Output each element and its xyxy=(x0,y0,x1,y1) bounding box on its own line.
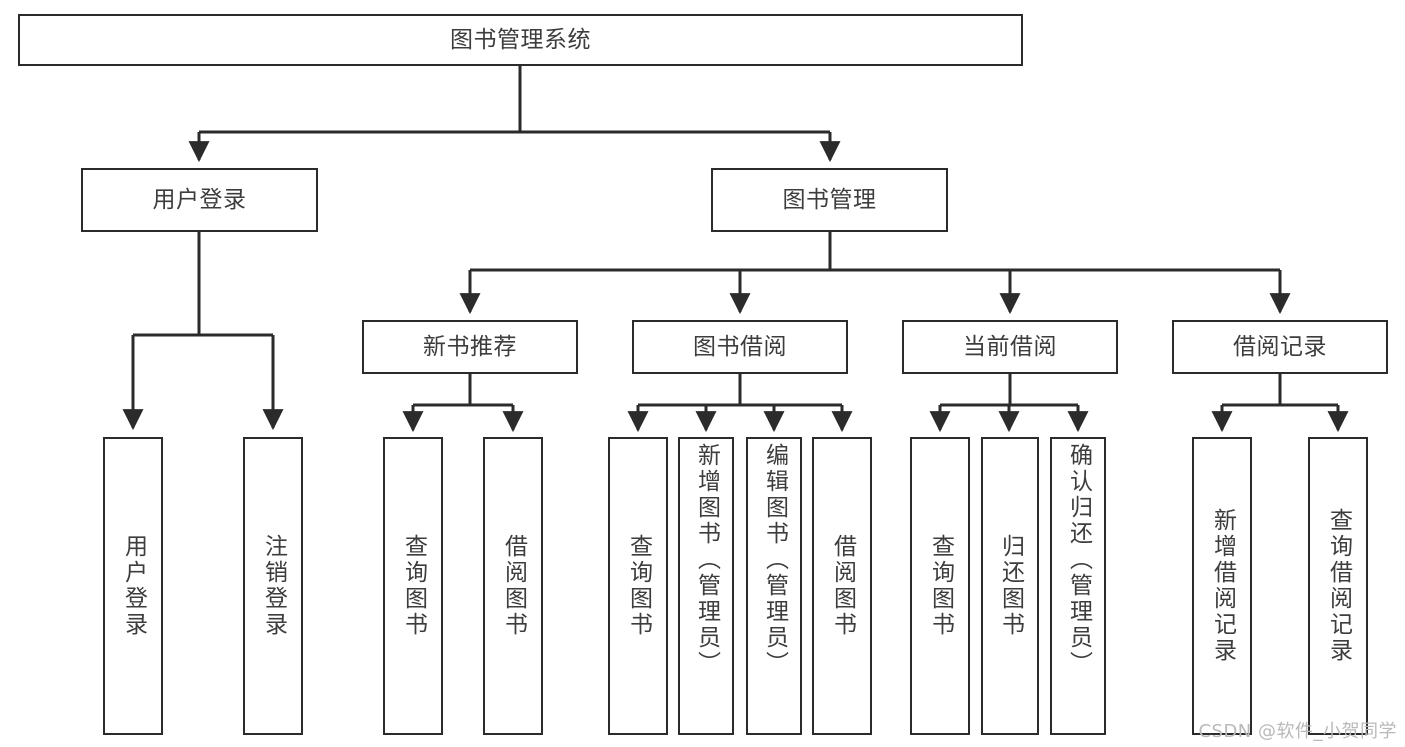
node-user-login[interactable]: 用户登录 xyxy=(81,168,318,232)
leaf-borrow-record-query-record[interactable]: 查询借阅记录 xyxy=(1308,437,1368,735)
node-label: 借阅图书 xyxy=(500,534,527,638)
leaf-new-book-query-book[interactable]: 查询图书 xyxy=(383,437,443,735)
node-new-book-recommend[interactable]: 新书推荐 xyxy=(362,320,578,374)
node-root-book-management-system[interactable]: 图书管理系统 xyxy=(18,14,1023,66)
node-label: 查询图书 xyxy=(400,534,427,638)
leaf-book-borrow-borrow-book[interactable]: 借阅图书 xyxy=(812,437,872,735)
node-label: 注销登录 xyxy=(260,534,287,638)
node-book-borrow[interactable]: 图书借阅 xyxy=(632,320,848,374)
node-label: 图书借阅 xyxy=(693,333,787,360)
node-label: 借阅记录 xyxy=(1233,333,1327,360)
node-label: 新增图书（管理员） xyxy=(693,443,720,677)
node-current-borrow[interactable]: 当前借阅 xyxy=(902,320,1118,374)
node-label: 确认归还（管理员） xyxy=(1065,443,1092,677)
node-label: 归还图书 xyxy=(997,534,1024,638)
node-label: 新增借阅记录 xyxy=(1209,508,1236,664)
node-label: 查询图书 xyxy=(625,534,652,638)
leaf-book-borrow-query-book[interactable]: 查询图书 xyxy=(608,437,668,735)
node-label: 用户登录 xyxy=(120,534,147,638)
node-label: 编辑图书（管理员） xyxy=(761,443,788,677)
leaf-current-borrow-return-book[interactable]: 归还图书 xyxy=(981,437,1039,735)
watermark-text: CSDN @软件_小贺同学 xyxy=(1198,721,1397,742)
node-label: 当前借阅 xyxy=(963,333,1057,360)
leaf-current-borrow-query-book[interactable]: 查询图书 xyxy=(910,437,970,735)
leaf-current-borrow-confirm-return-admin[interactable]: 确认归还（管理员） xyxy=(1050,437,1106,735)
leaf-new-book-borrow-book[interactable]: 借阅图书 xyxy=(483,437,543,735)
node-label: 查询借阅记录 xyxy=(1325,508,1352,664)
node-label: 借阅图书 xyxy=(829,534,856,638)
leaf-book-borrow-edit-book-admin[interactable]: 编辑图书（管理员） xyxy=(746,437,802,735)
node-label: 用户登录 xyxy=(152,186,247,213)
leaf-user-login-logout[interactable]: 注销登录 xyxy=(243,437,303,735)
node-label: 新书推荐 xyxy=(423,333,517,360)
leaf-book-borrow-add-book-admin[interactable]: 新增图书（管理员） xyxy=(678,437,734,735)
node-label: 查询图书 xyxy=(927,534,954,638)
node-label: 图书管理系统 xyxy=(450,26,591,53)
leaf-user-login-login[interactable]: 用户登录 xyxy=(103,437,163,735)
node-label: 图书管理 xyxy=(782,186,877,213)
node-borrow-record[interactable]: 借阅记录 xyxy=(1172,320,1388,374)
node-book-management[interactable]: 图书管理 xyxy=(711,168,948,232)
leaf-borrow-record-add-record[interactable]: 新增借阅记录 xyxy=(1192,437,1252,735)
